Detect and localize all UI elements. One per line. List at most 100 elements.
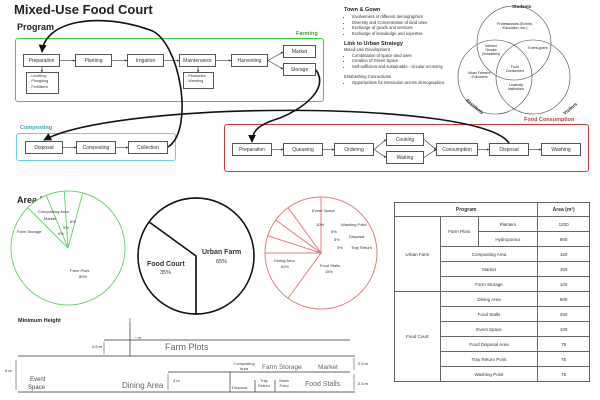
farm-pie-market-label: Market: [44, 216, 57, 221]
minimum-height-title: Minimum Height: [18, 318, 61, 324]
connections-item: Opportunities for interaction across dem…: [352, 80, 462, 86]
composting-group: [16, 133, 176, 161]
page-title: Mixed-Use Food Court: [14, 2, 153, 17]
town-gown-item: Diversity and Concentration of land uses: [352, 20, 462, 26]
food-pie-disposal-label: Disposal: [349, 234, 365, 239]
prep-note-ploughing: - Ploughing: [29, 79, 49, 84]
section-event-space-1: Event: [30, 377, 46, 383]
info-panel: Town & Gown Involvement of different dem…: [344, 7, 462, 89]
table-header-area: Area (m²): [537, 202, 590, 217]
table-cell-area: 75: [537, 366, 590, 382]
farming-group: [15, 38, 324, 102]
food-pie-stalls-pct: 15%: [325, 269, 334, 274]
venn-students-label: Students: [512, 4, 532, 9]
farm-pie-plots-pct: 80%: [79, 274, 88, 279]
town-gown-item: Involvement of different demographics: [352, 14, 462, 20]
connections-lead: Establishing Connections: [344, 73, 392, 79]
farm-pie-storage-pct: 5%: [58, 231, 64, 236]
food-pie-stalls-label: Food Stalls: [320, 263, 341, 268]
link-item: Creation of Green Space: [352, 58, 462, 64]
food-step-consumption: Consumption: [436, 143, 478, 156]
program-area-table: Program Area (m²) Urban Farm Farm Plots …: [393, 202, 590, 382]
farming-label: Farming: [296, 31, 318, 37]
link-item: Combination of space land uses: [352, 53, 462, 59]
compost-step-collection: Collection: [128, 141, 168, 154]
section-event-space-2: Space: [28, 385, 46, 391]
dim-2-5m-b: 2.5 m: [358, 361, 369, 366]
link-item: Self-sufficient and sustainable - circul…: [352, 64, 462, 70]
food-pie-event-label: Event Space: [312, 208, 335, 213]
section-farm-storage: Farm Storage: [262, 364, 302, 371]
farm-output-market: Market: [283, 45, 316, 58]
maintenance-notes-box: - Pesticides - Weeding: [183, 72, 214, 89]
pie-slice-dining-area: [287, 196, 378, 310]
town-gown-item: Exchange of goods and services: [352, 25, 462, 31]
venn-region-right-mid: Event-goers: [528, 46, 548, 50]
venn-region-left-mid: Interest Groups (Volunteers): [481, 44, 501, 56]
food-step-ordering: Ordering: [334, 143, 374, 156]
section-dining: Dining Area: [122, 381, 164, 390]
dim-2-5m-a: 2.5 m: [92, 344, 103, 349]
food-consumption-group: [224, 124, 589, 172]
farm-pie-market-pct: 5%: [63, 225, 69, 230]
dim-2-5m-c: 2.5 m: [358, 381, 369, 386]
food-step-washing: Washing: [541, 143, 581, 156]
main-pie-urban-farm-pct: 65%: [216, 259, 228, 265]
venn-region-center: Food Consumers: [505, 65, 525, 73]
link-title: Link to Urban Strategy: [344, 40, 403, 47]
food-step-queueing: Queueing: [283, 143, 323, 156]
dim-3m: 3 m: [173, 378, 180, 383]
food-pie-dining-pct: 60%: [281, 264, 290, 269]
venn-region-bottom: Local/city Institutions: [507, 83, 525, 91]
town-gown-item: Exchange of knowledge and expertise: [352, 31, 462, 37]
food-pie-wash-label: Washing Point: [341, 222, 367, 227]
venn-region-top: Professionals (Events, Education, etc.): [497, 22, 533, 30]
prep-note-fertilisers: - Fertilisers: [29, 84, 48, 89]
farm-step-preparation: Preparation: [23, 54, 60, 67]
main-pie-food-court-label: Food Court: [147, 261, 185, 268]
pie-slice-farm-storage: [63, 190, 84, 249]
food-pie-tray-label: Tray Return: [351, 245, 372, 250]
food-step-disposal: Disposal: [489, 143, 529, 156]
farm-output-storage: Storage: [283, 63, 316, 76]
farm-pie-storage-label: Farm Storage: [17, 229, 42, 234]
link-lead: Mixed-Use Development: [344, 46, 390, 52]
program-title: Program: [17, 22, 55, 32]
maint-note-pesticides: - Pesticides: [186, 74, 206, 78]
farm-step-irrigation: Irrigation: [127, 54, 164, 67]
venn-region-left-low: Urban Farmers / Educators: [467, 71, 491, 79]
food-step-cooking: Cooking: [386, 133, 424, 146]
section-tray: Tray Return: [257, 378, 270, 388]
food-pie-dining-label: Dining Area: [274, 258, 295, 263]
farm-step-harvesting: Harvesting: [231, 54, 268, 67]
food-step-waiting: Waiting: [386, 151, 424, 164]
farm-step-maintenance: Maintenance: [179, 54, 216, 67]
composting-label: Composting: [20, 125, 53, 131]
section-wash: Wash Point: [278, 378, 290, 388]
table-header-program: Program: [393, 202, 539, 217]
main-pie-food-court-pct: 35%: [160, 270, 172, 276]
town-gown-title: Town & Gown: [344, 7, 381, 13]
table-group-food-court: Food Court: [394, 291, 441, 382]
farm-step-planting: Planting: [75, 54, 112, 67]
preparation-notes-box: - Levelling - Ploughing - Fertilisers: [26, 72, 59, 94]
food-pie-disposal-pct: 5%: [334, 237, 340, 242]
prep-note-levelling: - Levelling: [29, 74, 47, 78]
farm-pie-composting-pct: 6%: [70, 219, 76, 224]
section-market: Market: [318, 364, 338, 371]
section-disposal: Disposal: [232, 385, 248, 390]
maint-note-weeding: - Weeding: [186, 79, 204, 84]
table-cell-item: Washing Point: [439, 366, 539, 382]
pie-slice-urban-farm: [148, 197, 255, 315]
food-pie-wash-pct: 5%: [331, 229, 337, 234]
pie-slice-food-stalls: [264, 252, 322, 299]
farm-pie-composting-label: Composting Area: [38, 209, 69, 214]
dim-5m: 5 m: [5, 368, 12, 373]
food-step-preparation: Preparation: [232, 143, 272, 156]
table-group-urban-farm: Urban Farm: [394, 216, 441, 292]
section-composting: Composting Area: [233, 361, 255, 371]
